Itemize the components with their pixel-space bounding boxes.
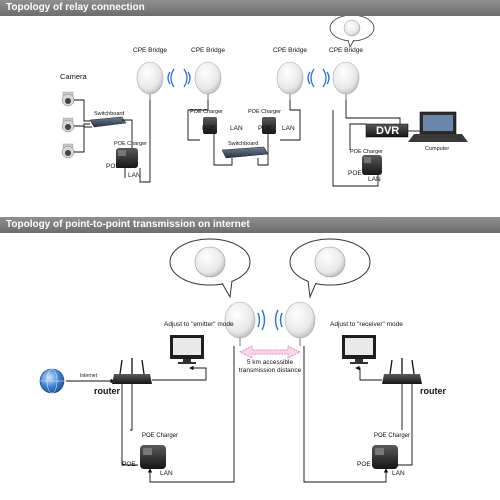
poe-charger-bottom-left-label: POE Charger (142, 433, 179, 439)
poe-charger-left-label: POE Charger (114, 141, 148, 147)
cpe-bridge-receiver (284, 301, 316, 346)
dvr-device (365, 123, 409, 138)
receiver-mode-note: Adjust to "receiver" mode (330, 321, 403, 328)
poe-charger-bottom-right-label: POE Charger (374, 433, 411, 439)
poe-charger-mid1-label: POE Charger (190, 109, 224, 115)
switchboard-mid-label: Switchboard (228, 141, 259, 147)
cpe-bridge-label: CPE Bridge (191, 47, 225, 54)
wiring-right (332, 100, 420, 187)
poe-charger-bottom-right (372, 445, 398, 469)
wiring-left (74, 99, 151, 183)
lan-port-label: LAN (282, 125, 295, 132)
lan-port-label: LAN (392, 470, 405, 477)
lan-port-label: LAN (160, 470, 173, 477)
poe-port-label: POE (106, 163, 120, 170)
switchboard-left-label: Switchboard (94, 111, 125, 117)
distance-arrow (239, 345, 301, 359)
poe-charger-bottom-left (140, 445, 166, 469)
wifi-wave-icon (307, 68, 330, 88)
lan-port-label: LAN (368, 176, 381, 183)
section-banner-p2p: Topology of point-to-point transmission … (0, 217, 500, 233)
lan-port-label: LAN (128, 172, 141, 179)
router-icon (382, 358, 422, 384)
section-banner-relay: Topology of relay connection (0, 0, 500, 16)
dvr-label: DVR (376, 125, 400, 137)
cpe-bridge-emitter (224, 301, 256, 346)
poe-charger-mid2-label: POE Charger (248, 109, 282, 115)
cpe-bridge-label: CPE Bridge (329, 47, 363, 54)
poe-charger-left (116, 148, 138, 168)
wifi-wave-icon (167, 68, 191, 88)
router-icon (112, 358, 152, 384)
camera-icon (61, 91, 75, 107)
poe-port-label: POE (357, 461, 371, 468)
cpe-bridge-label: CPE Bridge (133, 47, 167, 54)
cpe-bridge-label: CPE Bridge (273, 47, 307, 54)
poe-port-label: POE (202, 125, 216, 132)
switchboard-mid (221, 146, 269, 159)
distance-line-1: 5 km accessible (246, 359, 294, 366)
poe-port-label: POE (348, 170, 362, 177)
cpe-bridge-4 (332, 61, 360, 100)
computer-icon (408, 111, 468, 142)
poe-charger-right-label: POE Charger (350, 149, 384, 155)
section-title-relay: Topology of relay connection (6, 2, 145, 13)
poe-charger-right (362, 155, 382, 175)
poe-port-label: POE (258, 125, 272, 132)
router-right-label: router (420, 386, 447, 396)
monitor-icon (342, 335, 376, 364)
cpe-bridge-3 (276, 61, 304, 100)
speech-bubble (169, 238, 251, 299)
wifi-wave-icon (257, 309, 283, 331)
camera-icon (61, 117, 75, 133)
computer-label: Computer (425, 146, 450, 152)
wiring-mid (187, 100, 301, 166)
internet-label: Internet (80, 373, 97, 379)
switchboard-left (89, 116, 127, 128)
lan-port-label: LAN (230, 125, 243, 132)
monitor-icon (170, 335, 204, 364)
poe-charger-mid1 (203, 117, 217, 134)
section-title-p2p-highlight: point-to-point transmission on internet (65, 219, 250, 230)
router-left-label: router (94, 386, 121, 396)
wiring-bottom (121, 346, 413, 483)
camera-label: Camera (60, 72, 87, 81)
emitter-mode-note: Adjust to "emitter" mode (164, 321, 234, 328)
poe-port-label: POE (122, 461, 136, 468)
distance-line-2: transmission distance (238, 367, 302, 374)
speech-bubble (329, 14, 375, 49)
poe-charger-mid2 (262, 117, 276, 134)
camera-icon (61, 143, 75, 159)
cpe-bridge-2 (194, 61, 222, 100)
section-title-p2p-prefix: Topology of (6, 219, 66, 230)
globe-icon (39, 368, 65, 394)
speech-bubble (289, 238, 371, 299)
cpe-bridge-1 (136, 61, 164, 100)
